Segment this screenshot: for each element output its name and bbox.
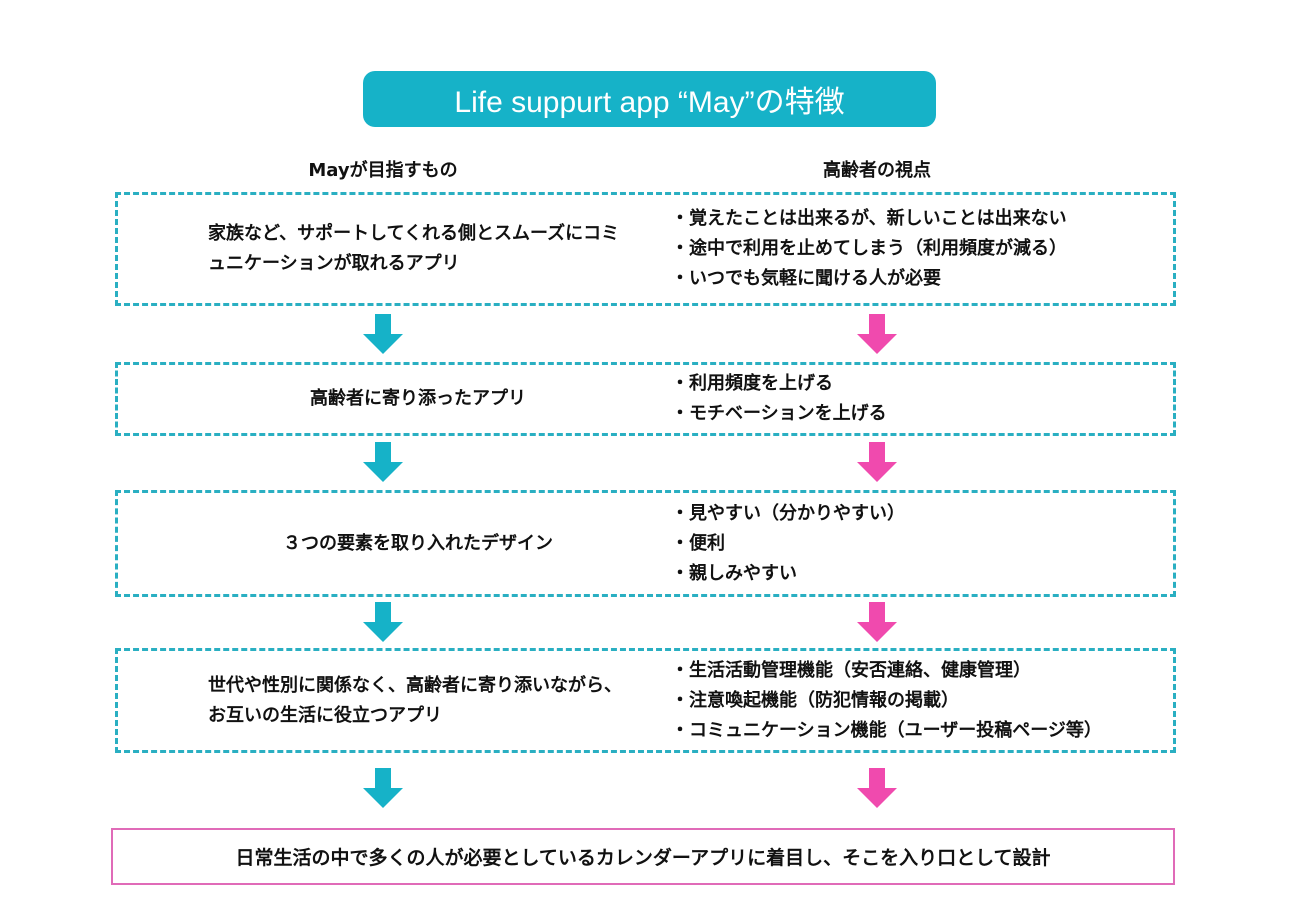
- column-header-right: 高齢者の視点: [823, 160, 931, 181]
- teal-down-arrow-icon: [363, 768, 403, 808]
- row-3-point: ・親しみやすい: [671, 562, 797, 584]
- row-1-point: ・途中で利用を止めてしまう（利用頻度が減る）: [671, 238, 1067, 259]
- pink-down-arrow-icon: [857, 768, 897, 808]
- row-1-point: ・覚えたことは出来るが、新しいことは出来ない: [671, 208, 1067, 229]
- teal-down-arrow-icon: [363, 602, 403, 642]
- pink-down-arrow-icon: [857, 314, 897, 354]
- pink-down-arrow-icon: [857, 442, 897, 482]
- row-4-point: ・コミュニケーション機能（ユーザー投稿ページ等）: [671, 719, 1102, 741]
- row-2-goal: 高齢者に寄り添ったアプリ: [310, 388, 526, 409]
- row-2-point: ・モチベーションを上げる: [671, 403, 887, 424]
- row-box-3: ３つの要素を取り入れたデザイン ・見やすい（分かりやすい） ・便利 ・親しみやす…: [115, 490, 1176, 597]
- row-1-point: ・いつでも気軽に聞ける人が必要: [671, 268, 941, 289]
- row-box-4: 世代や性別に関係なく、高齢者に寄り添いながら、お互いの生活に役立つアプリ ・生活…: [115, 648, 1176, 753]
- teal-down-arrow-icon: [363, 314, 403, 354]
- row-4-point: ・生活活動管理機能（安否連絡、健康管理）: [671, 659, 1031, 681]
- row-3-point: ・便利: [671, 532, 725, 554]
- row-4-goal: 世代や性別に関係なく、高齢者に寄り添いながら、お互いの生活に役立つアプリ: [208, 674, 622, 726]
- column-header-left: Mayが目指すもの: [308, 160, 458, 181]
- row-3-point: ・見やすい（分かりやすい）: [671, 502, 905, 524]
- pink-down-arrow-icon: [857, 602, 897, 642]
- conclusion-box: 日常生活の中で多くの人が必要としているカレンダーアプリに着目し、そこを入り口とし…: [111, 828, 1175, 885]
- row-1-goal: 家族など、サポートしてくれる側とスムーズにコミュニケーションが取れるアプリ: [208, 223, 620, 274]
- row-2-point: ・利用頻度を上げる: [671, 373, 833, 394]
- row-box-2: 高齢者に寄り添ったアプリ ・利用頻度を上げる ・モチベーションを上げる: [115, 362, 1176, 436]
- row-4-point: ・注意喚起機能（防犯情報の掲載）: [671, 689, 959, 711]
- teal-down-arrow-icon: [363, 442, 403, 482]
- row-box-1: 家族など、サポートしてくれる側とスムーズにコミュニケーションが取れるアプリ ・覚…: [115, 192, 1176, 306]
- diagram-title: Life suppurt app “May”の特徴: [363, 71, 936, 127]
- row-3-goal: ３つの要素を取り入れたデザイン: [283, 532, 553, 554]
